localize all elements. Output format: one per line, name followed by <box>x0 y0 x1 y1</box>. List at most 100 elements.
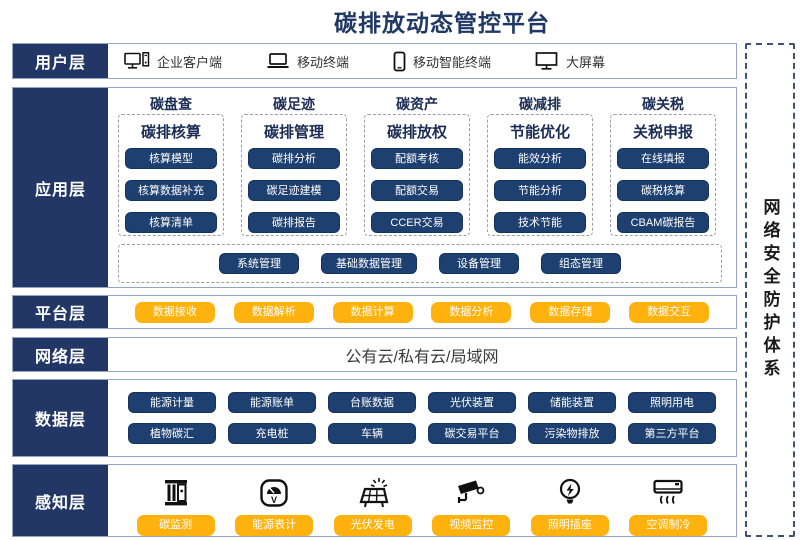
app-group-box: 关税申报 在线填报 碳税核算 CBAM碳报告 <box>610 114 716 236</box>
data-source-button: 储能装置 <box>528 392 616 413</box>
platform-button: 数据交互 <box>629 301 710 323</box>
app-group-box: 碳排核算 核算模型 核算数据补充 核算清单 <box>118 114 224 236</box>
app-group-title: 节能优化 <box>509 124 570 141</box>
layer-network-label: 网络层 <box>13 338 108 371</box>
user-item-mobile-terminal: 移动终端 <box>266 52 349 71</box>
app-module-button: 配额考核 <box>371 148 463 169</box>
layer-user-label: 用户层 <box>13 44 108 78</box>
solar-panel-icon <box>356 477 390 509</box>
app-module-button: 核算数据补充 <box>125 180 217 201</box>
perception-item-ac: 空调制冷 <box>629 477 708 536</box>
perception-item-carbon-monitor: 碳监测 <box>136 477 215 536</box>
layer-data-label: 数据层 <box>13 380 108 456</box>
perception-label: 能源表计 <box>235 515 314 536</box>
platform-buttons: 数据接收 数据解析 数据计算 数据分析 数据存储 数据交互 <box>108 296 736 328</box>
layer-network: 网络层 公有云/私有云/局域网 <box>12 337 737 372</box>
data-source-button: 车辆 <box>328 423 416 444</box>
app-category-title: 碳盘查 <box>150 96 192 112</box>
network-cloud-text: 公有云/私有云/局域网 <box>345 348 499 366</box>
perception-item-lighting: 照明插座 <box>530 477 609 536</box>
app-module-button: 核算清单 <box>125 212 217 233</box>
svg-text:V: V <box>271 495 277 505</box>
big-screen-icon <box>535 51 559 71</box>
platform-button: 数据解析 <box>233 301 314 323</box>
platform-button: 数据分析 <box>431 301 512 323</box>
app-module-button: 配额交易 <box>371 180 463 201</box>
user-item-big-screen: 大屏幕 <box>535 51 605 71</box>
security-panel: 网络安全防护体系 <box>745 43 795 537</box>
light-bulb-icon <box>555 477 585 509</box>
app-category-title: 碳关税 <box>642 96 684 112</box>
layer-app: 应用层 碳盘查 碳排核算 核算模型 核算数据补充 核算清单 碳足迹 碳排管理 <box>12 87 737 288</box>
app-common-button: 设备管理 <box>439 253 519 274</box>
app-common-button: 系统管理 <box>219 253 299 274</box>
laptop-icon <box>266 52 290 70</box>
perception-item-solar: 光伏发电 <box>333 477 412 536</box>
app-column-carbon-tariff: 碳关税 关税申报 在线填报 碳税核算 CBAM碳报告 <box>610 94 716 236</box>
layer-data-content: 能源计量 能源账单 台账数据 光伏装置 储能装置 照明用电 植物碳汇 充电桩 车… <box>108 380 736 456</box>
data-source-button: 第三方平台 <box>628 423 716 444</box>
app-group-box: 碳排管理 碳排分析 碳足迹建模 碳排报告 <box>241 114 347 236</box>
layer-app-content: 碳盘查 碳排核算 核算模型 核算数据补充 核算清单 碳足迹 碳排管理 碳排分析 … <box>108 88 736 287</box>
user-item-label: 移动终端 <box>297 54 350 70</box>
layer-platform-label: 平台层 <box>13 296 108 328</box>
data-source-button: 碳交易平台 <box>428 423 516 444</box>
app-group-title: 碳排放权 <box>386 124 447 141</box>
user-items: 企业客户端 移动终端 移动智能终端 <box>108 44 736 78</box>
user-item-label: 大屏幕 <box>566 54 606 70</box>
app-group-title: 关税申报 <box>632 124 693 141</box>
perception-item-energy-meter: V 能源表计 <box>235 477 314 536</box>
layer-data: 数据层 能源计量 能源账单 台账数据 光伏装置 储能装置 照明用电 植物碳汇 充… <box>12 379 737 457</box>
layer-user-content: 企业客户端 移动终端 移动智能终端 <box>108 44 736 78</box>
data-source-button: 照明用电 <box>628 392 716 413</box>
app-module-button: CCER交易 <box>371 212 463 233</box>
app-column-carbon-reduction: 碳减排 节能优化 能效分析 节能分析 技术节能 <box>487 94 593 236</box>
layer-perception: 感知层 碳监测 V 能源表计 <box>12 464 737 537</box>
data-source-button: 台账数据 <box>328 392 416 413</box>
layer-perception-content: 碳监测 V 能源表计 光伏发电 <box>108 465 736 536</box>
app-module-button: 碳排分析 <box>248 148 340 169</box>
user-item-smart-terminal: 移动智能终端 <box>393 51 491 72</box>
layer-platform: 平台层 数据接收 数据解析 数据计算 数据分析 数据存储 数据交互 <box>12 295 737 329</box>
user-item-enterprise-client: 企业客户端 <box>124 51 222 71</box>
data-source-button: 充电桩 <box>228 423 316 444</box>
app-columns: 碳盘查 碳排核算 核算模型 核算数据补充 核算清单 碳足迹 碳排管理 碳排分析 … <box>118 94 736 236</box>
app-group-title: 碳排管理 <box>263 124 324 141</box>
user-item-label: 移动智能终端 <box>413 54 492 70</box>
data-source-button: 能源账单 <box>228 392 316 413</box>
data-source-button: 能源计量 <box>128 392 216 413</box>
desktop-client-icon <box>124 51 150 71</box>
perception-label: 空调制冷 <box>629 515 708 536</box>
perception-label: 碳监测 <box>136 515 215 536</box>
app-module-button: 在线填报 <box>617 148 709 169</box>
app-category-title: 碳资产 <box>396 96 438 112</box>
carbon-monitor-icon <box>161 477 191 509</box>
energy-meter-icon: V <box>258 477 290 509</box>
user-item-label: 企业客户端 <box>157 54 223 70</box>
app-module-button: 碳排报告 <box>248 212 340 233</box>
app-module-button: 能效分析 <box>494 148 586 169</box>
app-module-button: 碳税核算 <box>617 180 709 201</box>
data-source-row: 植物碳汇 充电桩 车辆 碳交易平台 污染物排放 第三方平台 <box>108 423 736 444</box>
perception-label: 照明插座 <box>530 515 609 536</box>
data-source-button: 光伏装置 <box>428 392 516 413</box>
app-category-title: 碳足迹 <box>273 96 315 112</box>
app-column-carbon-asset: 碳资产 碳排放权 配额考核 配额交易 CCER交易 <box>364 94 470 236</box>
app-column-carbon-footprint: 碳足迹 碳排管理 碳排分析 碳足迹建模 碳排报告 <box>241 94 347 236</box>
page-title: 碳排放动态管控平台 <box>334 10 550 36</box>
layer-network-content: 公有云/私有云/局域网 <box>108 338 736 371</box>
platform-button: 数据计算 <box>332 301 413 323</box>
perception-item-cctv: 视频监控 <box>432 477 511 536</box>
layer-platform-content: 数据接收 数据解析 数据计算 数据分析 数据存储 数据交互 <box>108 296 736 328</box>
app-common-button: 基础数据管理 <box>321 253 417 274</box>
app-module-button: CBAM碳报告 <box>617 212 709 233</box>
app-group-box: 碳排放权 配额考核 配额交易 CCER交易 <box>364 114 470 236</box>
data-source-grid: 能源计量 能源账单 台账数据 光伏装置 储能装置 照明用电 植物碳汇 充电桩 车… <box>108 380 736 456</box>
app-common-button: 组态管理 <box>541 253 621 274</box>
layer-user: 用户层 企业客户端 移动终端 <box>12 43 737 79</box>
app-column-carbon-inventory: 碳盘查 碳排核算 核算模型 核算数据补充 核算清单 <box>118 94 224 236</box>
smartphone-icon <box>393 51 406 72</box>
app-module-button: 碳足迹建模 <box>248 180 340 201</box>
air-conditioner-icon <box>651 477 685 509</box>
